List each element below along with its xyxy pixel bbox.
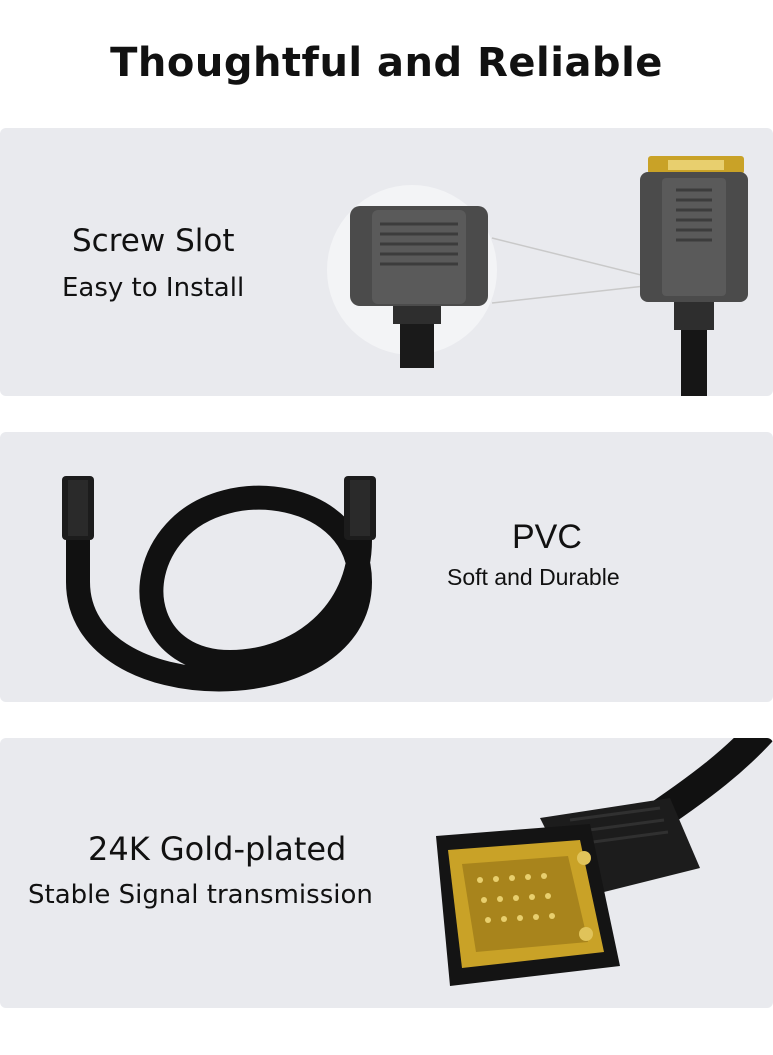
feature-heading: PVC xyxy=(512,518,582,556)
screw-slot-illustration xyxy=(327,156,748,396)
feature-panel-pvc: PVC Soft and Durable xyxy=(0,432,773,702)
feature-subheading: Soft and Durable xyxy=(447,564,620,590)
coiled-cable-illustration xyxy=(62,476,376,692)
feature-heading: 24K Gold-plated xyxy=(88,830,347,868)
feature-subheading: Stable Signal transmission xyxy=(28,880,373,910)
gold-plug-illustration xyxy=(436,738,773,986)
feature-panel-screw-slot: Screw Slot Easy to Install xyxy=(0,128,773,396)
page-title: Thoughtful and Reliable xyxy=(110,40,663,86)
feature-panel-gold-plated: 24K Gold-plated Stable Signal transmissi… xyxy=(0,738,773,1008)
feature-heading: Screw Slot xyxy=(72,223,235,259)
feature-subheading: Easy to Install xyxy=(62,273,245,303)
